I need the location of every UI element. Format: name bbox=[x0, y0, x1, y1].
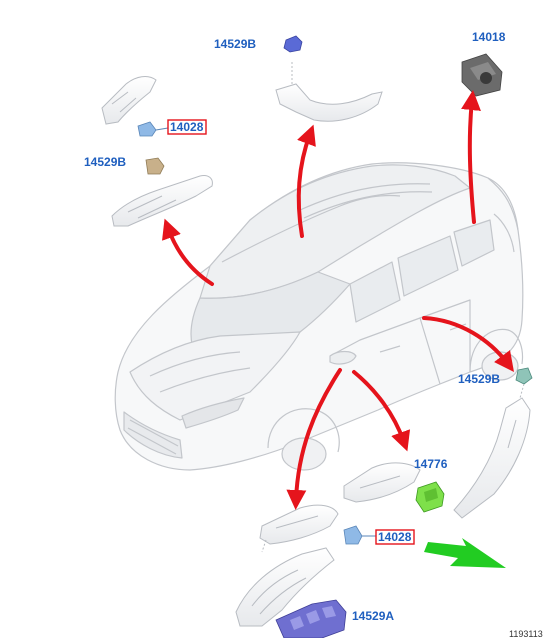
label-right: 14529B bbox=[458, 372, 500, 386]
arrow-to-lower-trim bbox=[286, 368, 342, 510]
arrow-to-mid-left-trim bbox=[162, 218, 214, 286]
arrow-to-sensor bbox=[461, 90, 481, 224]
right-connector bbox=[515, 367, 533, 399]
highlight-box-lower bbox=[375, 529, 415, 545]
upper-left-connector bbox=[137, 121, 169, 137]
label-bottom: 14529A bbox=[352, 609, 394, 623]
label-top-right: 14018 bbox=[472, 30, 506, 44]
label-center-right: 14776 bbox=[414, 457, 448, 471]
lower-trim bbox=[259, 504, 339, 553]
center-right-trim bbox=[343, 462, 421, 503]
label-upper-left-boxed: 14028 bbox=[170, 120, 204, 134]
top-sill-trim bbox=[275, 62, 383, 122]
label-mid-left: 14529B bbox=[84, 155, 126, 169]
right-trim bbox=[453, 397, 531, 519]
location-arrows bbox=[162, 90, 515, 510]
arrow-to-right-trim bbox=[422, 316, 515, 372]
vehicle-illustration bbox=[114, 162, 524, 471]
figure-number: 1193113 bbox=[509, 629, 543, 638]
mid-left-trim bbox=[111, 175, 213, 227]
arrow-to-top-trim bbox=[296, 124, 316, 238]
label-top-center: 14529B bbox=[214, 37, 256, 51]
purple-switch-pack bbox=[275, 599, 347, 638]
highlight-box-upper bbox=[167, 119, 207, 135]
arrow-to-center-right-trim bbox=[352, 370, 411, 452]
upper-left-trim bbox=[101, 76, 157, 125]
bottom-armrest bbox=[235, 547, 335, 627]
mid-left-connector bbox=[145, 157, 165, 175]
lower-connector bbox=[343, 525, 376, 545]
top-lamp-connector bbox=[283, 35, 303, 53]
label-lower-boxed: 14028 bbox=[378, 530, 412, 544]
sensor-module bbox=[461, 53, 503, 97]
green-switch bbox=[415, 481, 445, 513]
green-pointer-arrow bbox=[424, 538, 506, 568]
